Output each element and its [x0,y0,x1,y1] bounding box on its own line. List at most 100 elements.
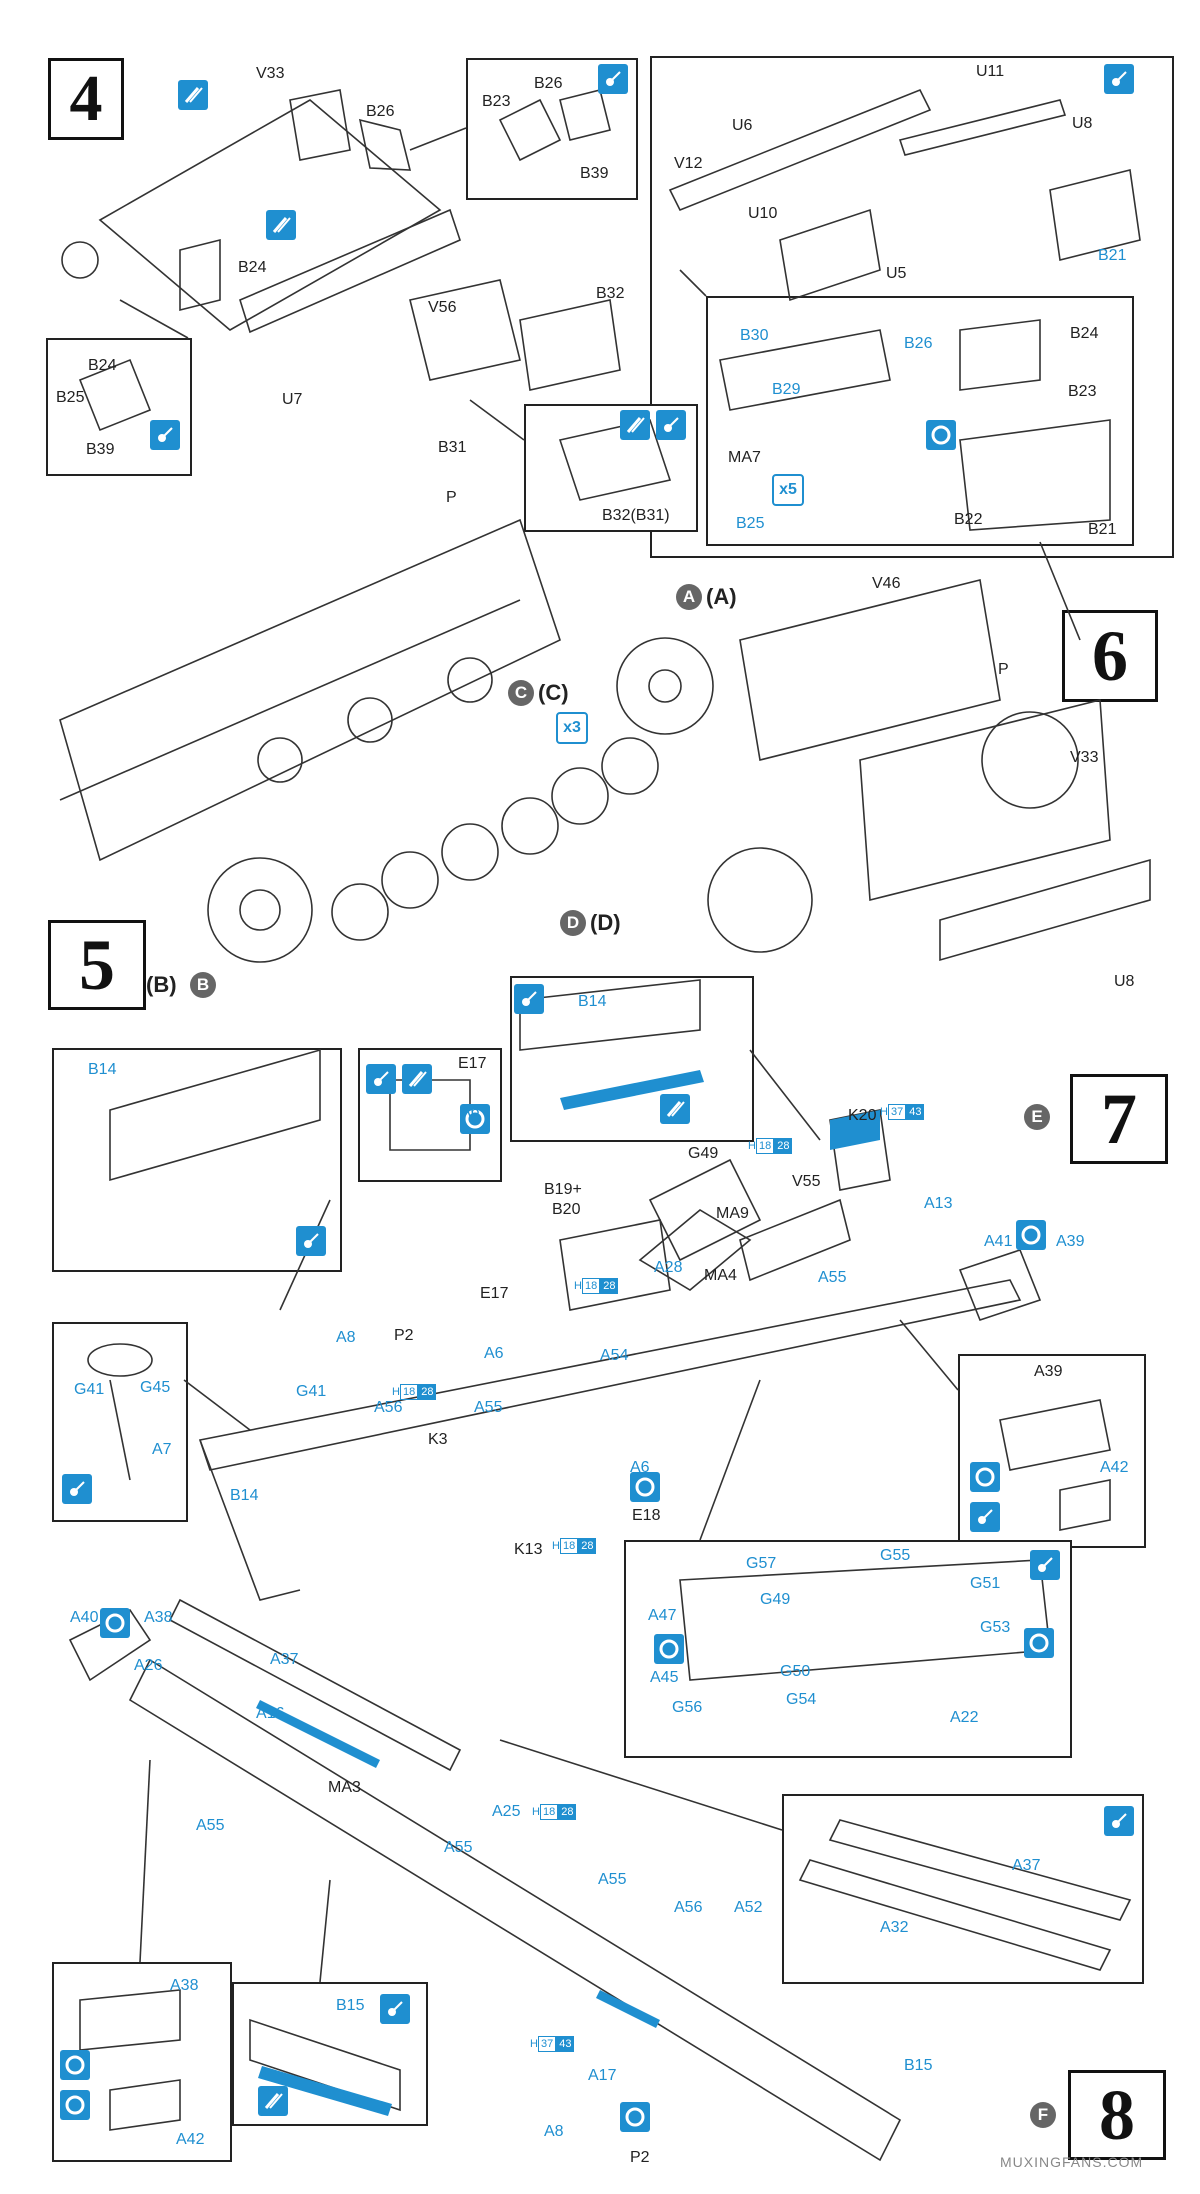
part-label: A37 [270,1651,299,1668]
glue-icon [402,1064,432,1094]
part-label: G55 [880,1547,911,1564]
cement-icon [970,1502,1000,1532]
part-label: A55 [598,1871,627,1888]
part-label: MA9 [716,1205,749,1222]
part-label: A13 [924,1195,953,1212]
part-label: B21 [1098,247,1127,264]
part-label: A17 [588,2067,617,2084]
cement-icon [1104,1806,1134,1836]
sprocket-wheel [207,857,313,963]
hull-rear [859,698,1111,902]
part-label: A16 [256,1705,285,1722]
glue-icon [660,1094,690,1124]
part-label: A6 [630,1459,650,1476]
part-label: G41 [74,1381,105,1398]
part-label: A26 [134,1657,163,1674]
part-label: U6 [732,117,753,134]
part-label: V56 [428,299,457,316]
quantity-badge: x3 [556,712,588,744]
glue-icon [258,2086,288,2116]
part-label: G49 [760,1591,791,1608]
blue-part-b15 [258,2066,392,2116]
cement-icon [598,64,628,94]
part-label: B25 [56,389,85,406]
cement-icon [366,1064,396,1094]
part-label: G57 [746,1555,777,1572]
glue-icon [620,410,650,440]
part-label: B30 [740,327,769,344]
rotate-icon [630,1472,660,1502]
blue-part-b14 [560,1070,704,1110]
cement-icon [1104,64,1134,94]
marker-d: D [560,910,586,936]
part-label: MA7 [728,449,761,466]
part-label: B20 [552,1201,581,1218]
part-label: U8 [1114,973,1135,990]
cement-icon [380,1994,410,2024]
part-label: A28 [654,1259,683,1276]
upper-hull-plate [739,579,1001,761]
part-label: P [446,489,457,506]
part-label: E17 [480,1285,509,1302]
part-label: A55 [474,1399,503,1416]
marker-a: A [676,584,702,610]
part-label: B22 [954,511,983,528]
part-label: B15 [336,1997,365,2014]
part-label: A37 [1012,1857,1041,1874]
marker-b: B [190,972,216,998]
part-label: A6 [484,1345,504,1362]
part-label: B32 [596,285,625,302]
part-label: A38 [170,1977,199,1994]
part-label: B39 [580,165,609,182]
part-label: U10 [748,205,778,222]
part-label: B31 [438,439,467,456]
part-label: B23 [482,93,511,110]
part-label: A52 [734,1899,763,1916]
part-label: U8 [1072,115,1093,132]
step8-number: 8 [1068,2070,1166,2160]
part-label: P [998,661,1009,678]
quantity-badge: x5 [772,474,804,506]
hull-side-plate [98,99,442,331]
step4-inset-left [46,338,192,476]
part-label: MA4 [704,1267,737,1284]
step7-inset-b14-top [510,976,754,1142]
part-label: A7 [152,1441,172,1458]
part-label: A54 [600,1347,629,1364]
rotate-icon [654,1634,684,1664]
part-label: A56 [374,1399,403,1416]
part-label: G56 [672,1699,703,1716]
cement-icon [296,1226,326,1256]
part-label: U11 [976,63,1005,80]
part-label: B26 [534,75,563,92]
b14-long-plate [198,1279,1022,1471]
part-label: B26 [366,103,395,120]
part-label: A55 [444,1839,473,1856]
step7-inset-g57 [624,1540,1072,1758]
part-label: A39 [1034,1363,1063,1380]
part-label: V55 [792,1173,821,1190]
chassis-body [59,518,561,862]
part-label: A38 [144,1609,173,1626]
part-label: B14 [230,1487,259,1504]
marker-b-pair: (B) [146,972,177,997]
part-label: G49 [688,1145,719,1162]
part-label: A6 [460,1103,480,1120]
part-label: K13 [514,1541,543,1558]
cement-icon [62,1474,92,1504]
part-label: V33 [1070,749,1099,766]
part-label: A32 [880,1919,909,1936]
part-label: B23 [1068,383,1097,400]
exhaust-box-2 [519,299,621,391]
part-label: B29 [772,381,801,398]
part-label: B26 [904,335,933,352]
part-label: G53 [980,1619,1011,1636]
part-label: G50 [780,1663,811,1680]
part-label: G51 [970,1575,1001,1592]
part-label: A45 [650,1669,679,1686]
part-label: A25 [492,1803,521,1820]
